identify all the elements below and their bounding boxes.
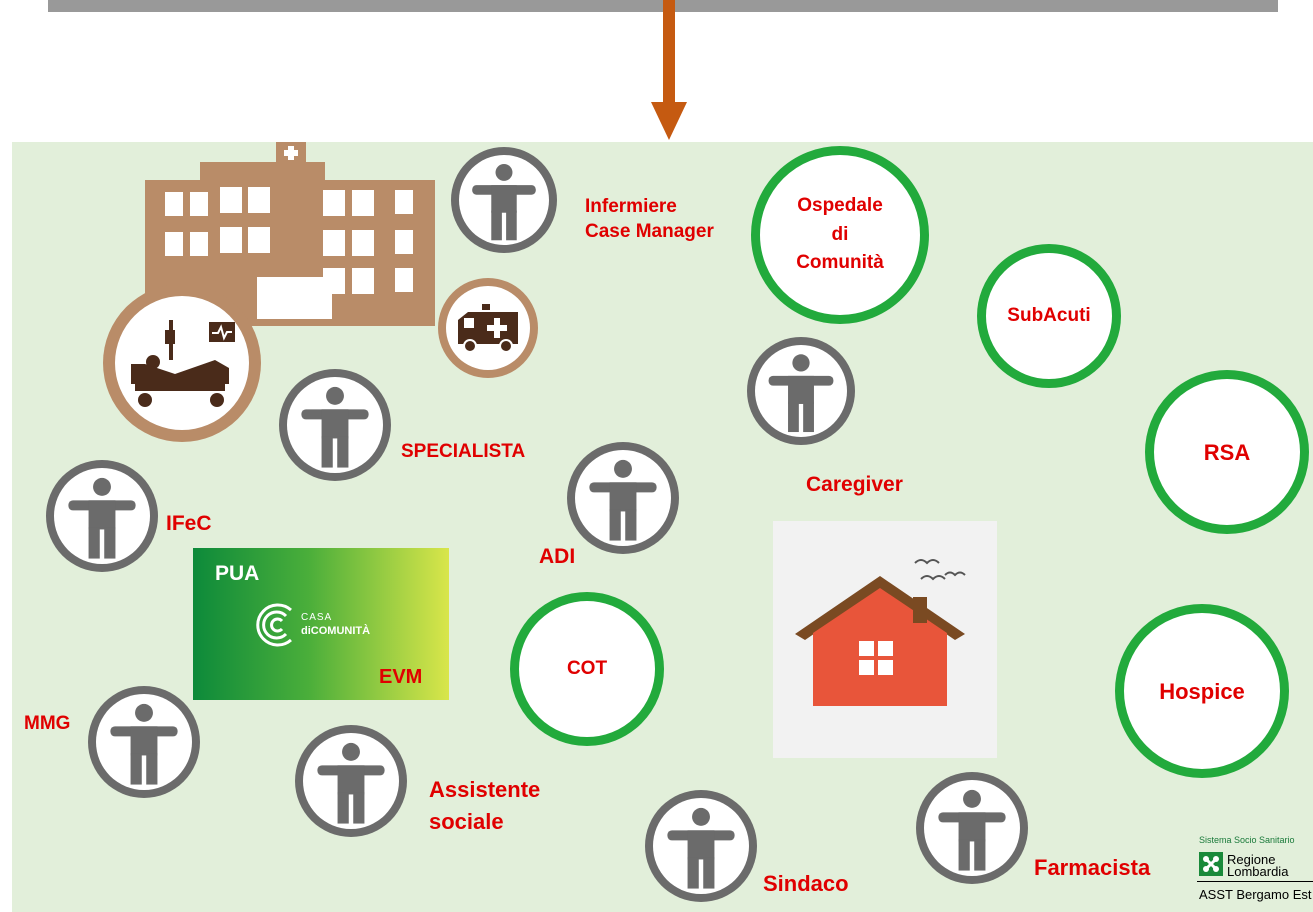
regione-lombardia-logo: Sistema Socio Sanitario Regione Lombardi… (1197, 835, 1313, 912)
pua-logo-line1: CASA (301, 612, 333, 623)
logo-top-text: Sistema Socio Sanitario (1199, 835, 1295, 845)
label-mmg: MMG (24, 713, 71, 734)
facility-rsa-label: RSA (1203, 439, 1251, 465)
facility-rsa: RSA (1145, 370, 1309, 534)
label-assistente: Assistente sociale (429, 777, 541, 834)
facility-subacuti-label: SubAcuti (1007, 304, 1091, 326)
label-farmacista: Farmacista (1034, 855, 1151, 880)
casa-comunita-logo-icon (256, 603, 292, 647)
facility-cot-label: COT (566, 657, 608, 679)
person-icon-specialista (279, 369, 391, 481)
home-illustration-card (773, 521, 997, 758)
person-icon-caregiver (747, 337, 855, 445)
logo-divider (1197, 881, 1313, 882)
logo-asst: ASST Bergamo Est (1199, 887, 1312, 902)
pua-title: PUA (215, 562, 260, 585)
facility-subacuti: SubAcuti (977, 244, 1121, 388)
down-arrow-shaft (663, 0, 675, 104)
person-icon-sindaco (645, 790, 757, 902)
ambulance-circle (438, 278, 538, 378)
person-icon-mmg (88, 686, 200, 798)
pua-evm-label: EVM (379, 666, 423, 688)
facility-ospedale-di-comunita: Ospedale di Comunità (751, 146, 929, 324)
label-ifec: IFeC (166, 512, 212, 535)
logo-name2: Lombardia (1227, 864, 1289, 879)
rose-camuna-icon (1199, 852, 1223, 876)
person-icon-assistente (295, 725, 407, 837)
label-caregiver: Caregiver (806, 473, 903, 496)
label-sindaco: Sindaco (763, 871, 849, 896)
down-arrow-head (651, 102, 687, 140)
pua-casa-comunita-card: PUA CASA diCOMUNITÀ EVM (193, 548, 449, 700)
house-icon (795, 559, 966, 706)
label-infermiere: Infermiere Case Manager (585, 196, 714, 242)
pua-logo-line2: diCOMUNITÀ (301, 625, 371, 637)
person-icon-adi (567, 442, 679, 554)
label-specialista: SPECIALISTA (401, 441, 526, 462)
hospital-bed-circle (103, 284, 261, 442)
person-icon-infermiere (451, 147, 557, 253)
hospital-bed-icon (131, 320, 235, 407)
facility-cot: COT (510, 592, 664, 746)
facility-hospice: Hospice (1115, 604, 1289, 778)
person-icon-farmacista (916, 772, 1028, 884)
logo-name1: Regione (1227, 852, 1276, 867)
facility-ospedale-label: Ospedale di Comunità (796, 195, 884, 274)
ambulance-icon (458, 304, 518, 353)
facility-hospice-label: Hospice (1159, 678, 1245, 704)
label-adi: ADI (539, 545, 576, 568)
person-icon-ifec (46, 460, 158, 572)
